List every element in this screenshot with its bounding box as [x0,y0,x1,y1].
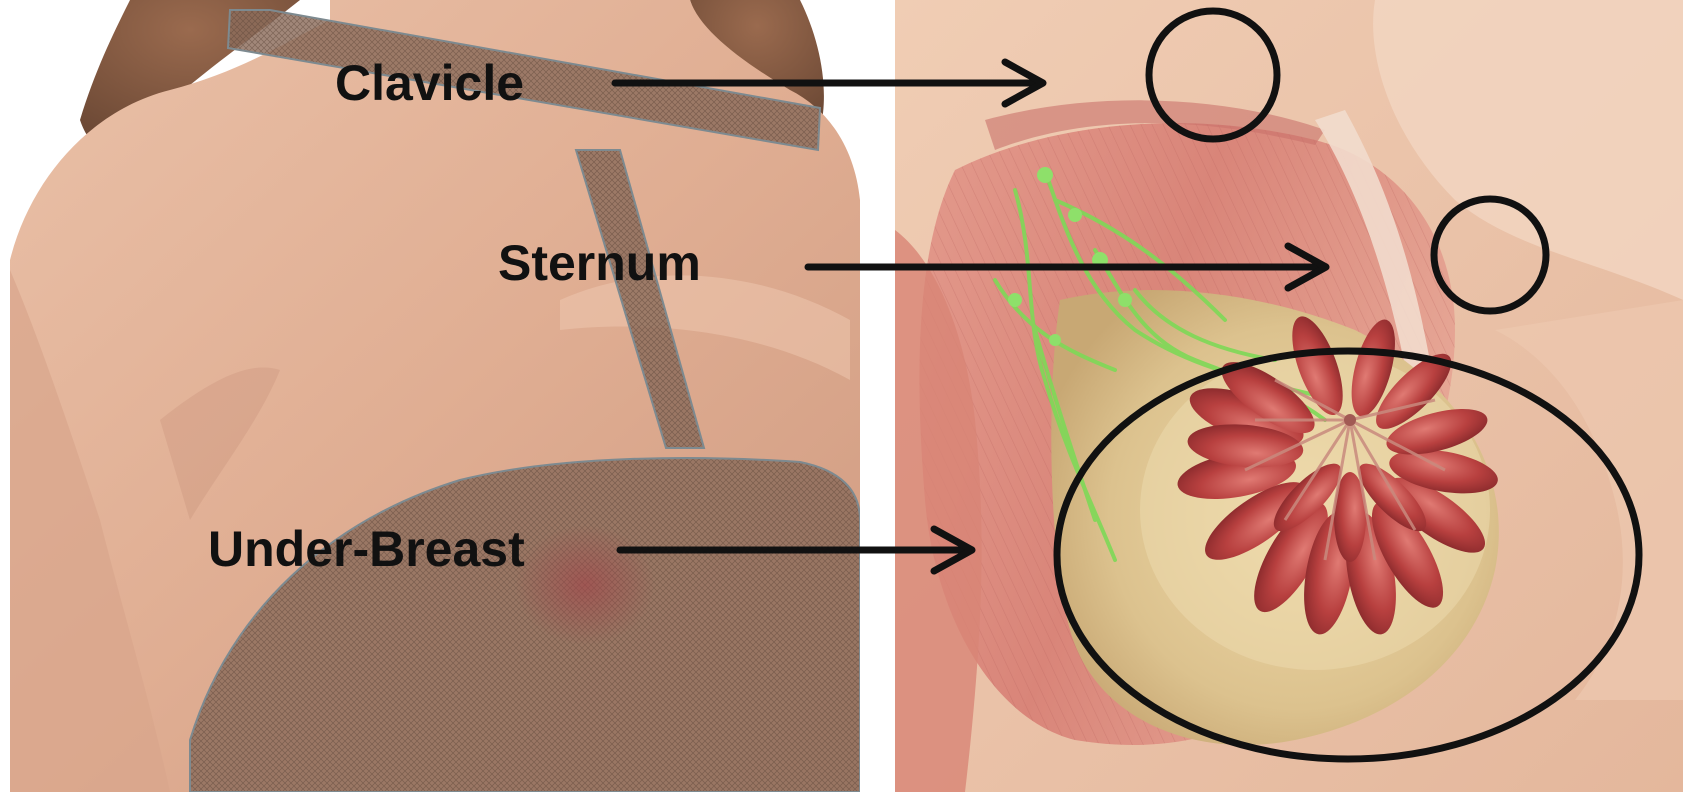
right-arrow-icon [620,529,972,571]
circle-marker-icon [1149,11,1277,139]
right-arrow-icon [808,246,1326,288]
circle-marker-icon [1434,199,1546,311]
circle-marker-icon [1057,351,1639,759]
right-arrow-icon [615,62,1043,104]
